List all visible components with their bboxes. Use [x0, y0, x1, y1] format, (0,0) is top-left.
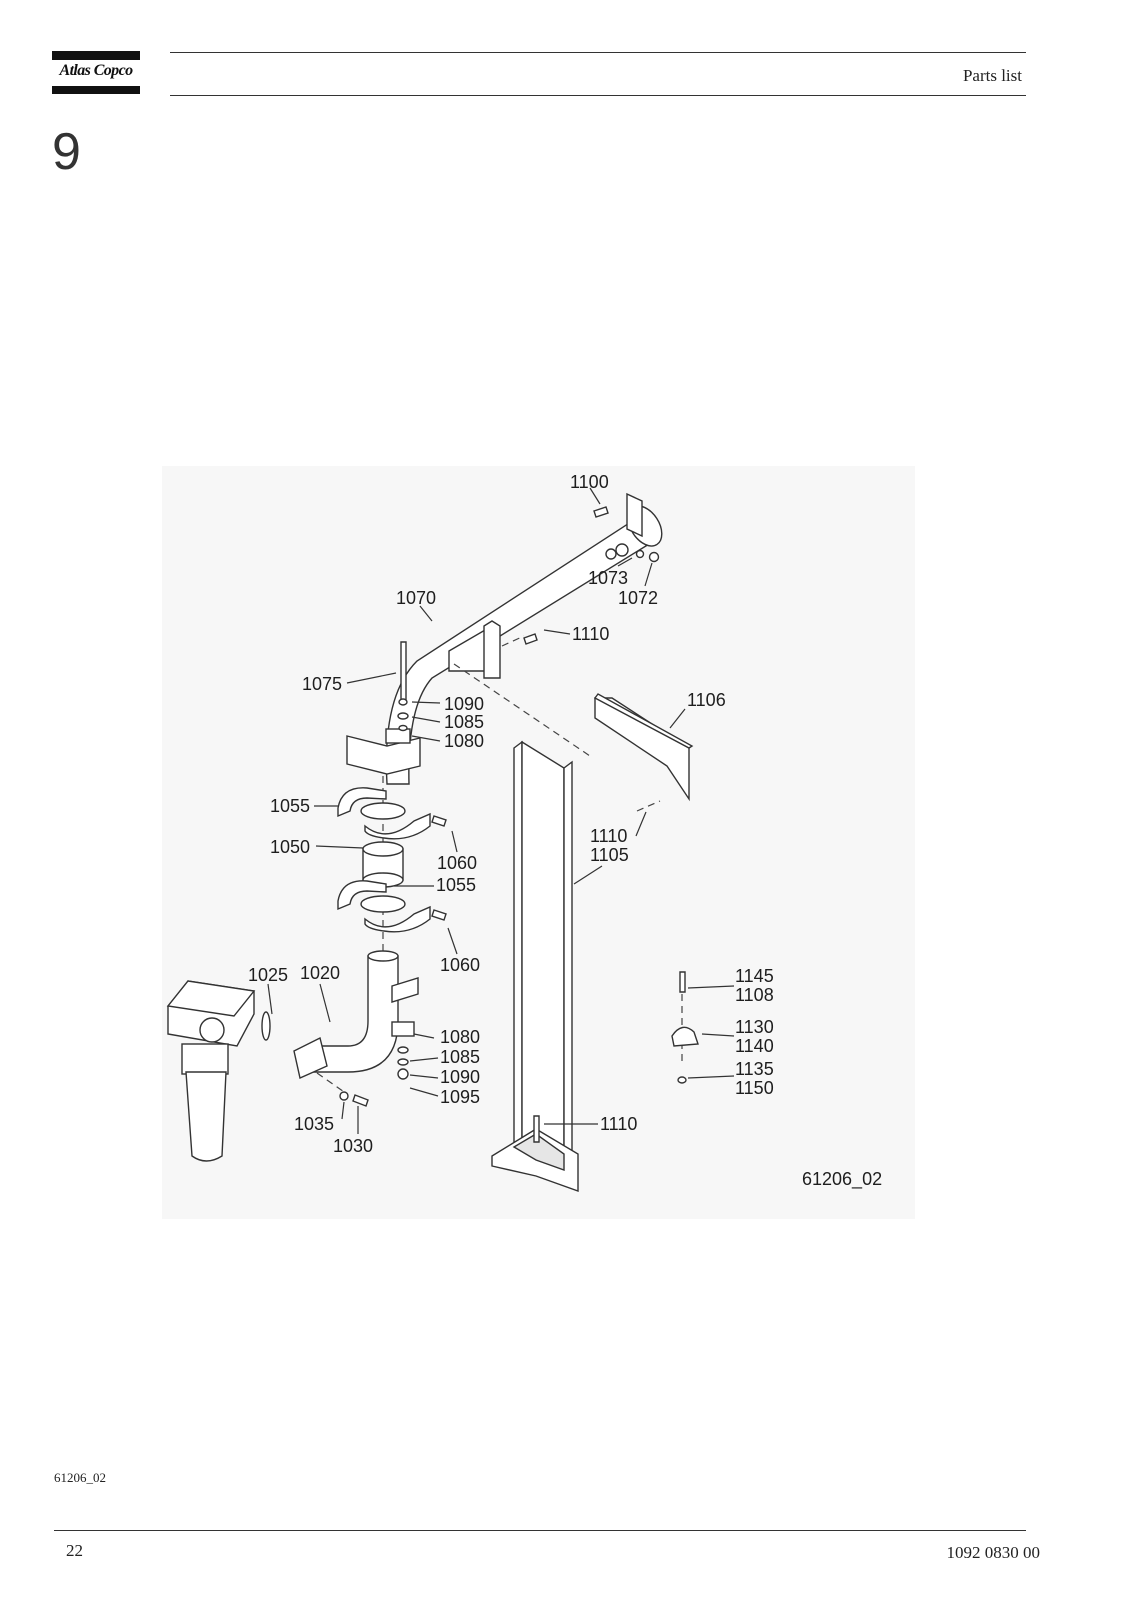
parts-diagram-svg: 1100 1073 1072 1070 1110 1075 1090 1085 …: [162, 466, 915, 1219]
callout-1020: 1020: [300, 963, 340, 983]
callout-1030: 1030: [333, 1136, 373, 1156]
callout-1106: 1106: [687, 690, 726, 710]
elbow-pipe: [261, 950, 419, 1107]
logo-bottom-bar: [52, 86, 140, 94]
header-bottom-rule: [170, 95, 1026, 96]
figure-reference: 61206_02: [54, 1470, 106, 1485]
callout-1025: 1025: [248, 965, 288, 985]
callout-1105: 1105: [590, 845, 629, 865]
callout-1140: 1140: [735, 1036, 774, 1056]
callout-1108: 1108: [735, 985, 774, 1005]
callout-1090-top: 1090: [444, 694, 484, 714]
callout-1100: 1100: [570, 472, 609, 492]
callout-1050: 1050: [270, 837, 310, 857]
parts-diagram: 1100 1073 1072 1070 1110 1075 1090 1085 …: [162, 466, 915, 1219]
wall-bracket: [593, 693, 694, 802]
callout-1150: 1150: [735, 1078, 774, 1098]
leader-lines: [267, 487, 735, 1134]
header-title: Parts list: [962, 66, 1022, 85]
callout-1060-top: 1060: [437, 853, 477, 873]
callout-1055-top: 1055: [270, 796, 310, 816]
top-pipe-assembly: [346, 492, 663, 785]
header-top-rule: [170, 52, 1026, 53]
atlas-copco-logo: Atlas Copco: [52, 51, 140, 95]
support-column: [491, 740, 579, 1192]
cable-clip-hardware: [671, 971, 699, 1084]
callout-1075: 1075: [302, 674, 342, 694]
logo-text: Atlas Copco: [59, 62, 134, 79]
callout-1035: 1035: [294, 1114, 334, 1134]
callout-1130: 1130: [735, 1017, 774, 1037]
clamp-stack: [337, 787, 447, 933]
callout-labels: 1100 1073 1072 1070 1110 1075 1090 1085 …: [248, 472, 882, 1190]
callout-1085-bottom: 1085: [440, 1047, 480, 1067]
footer-rule: [54, 1530, 1026, 1531]
filter-housing: [166, 980, 256, 1162]
callout-1055-bottom: 1055: [436, 875, 476, 895]
callout-1073: 1073: [588, 568, 628, 588]
assembly-line-column: [453, 663, 591, 757]
callout-1080-bottom: 1080: [440, 1027, 480, 1047]
chapter-number: 9: [52, 123, 81, 181]
callout-1110-top: 1110: [572, 624, 609, 644]
callout-1085-top: 1085: [444, 712, 484, 732]
callout-1095: 1095: [440, 1087, 480, 1107]
assembly-line-elbow: [316, 1072, 348, 1095]
callout-1145: 1145: [735, 966, 774, 986]
document-number: 1092 0830 00: [946, 1543, 1041, 1562]
assembly-line-bracket: [501, 635, 525, 647]
assembly-line-bracket2: [636, 800, 661, 812]
callout-1110-mid: 1110: [590, 826, 627, 846]
callout-1060-bottom: 1060: [440, 955, 480, 975]
figure-id-label: 61206_02: [802, 1169, 882, 1190]
callout-1080-top: 1080: [444, 731, 484, 751]
callout-1070: 1070: [396, 588, 436, 608]
callout-1072: 1072: [618, 588, 658, 608]
page-number: 22: [66, 1541, 83, 1560]
callout-1110-bottom: 1110: [600, 1114, 637, 1134]
callout-1090-bottom: 1090: [440, 1067, 480, 1087]
logo-top-bar: [52, 51, 140, 60]
callout-1135: 1135: [735, 1059, 774, 1079]
